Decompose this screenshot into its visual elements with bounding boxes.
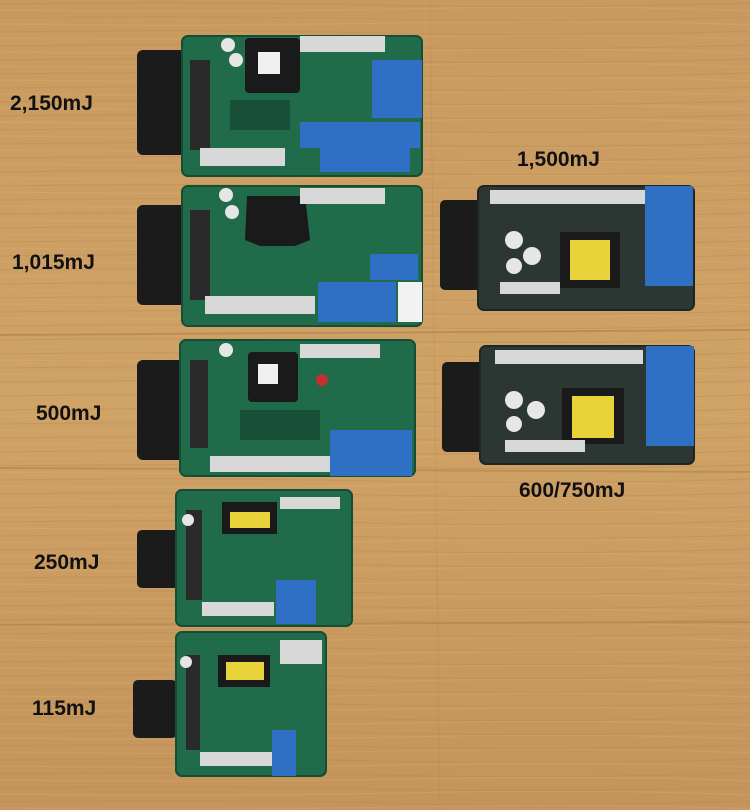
board-250mj <box>137 489 353 627</box>
board-500mj <box>137 339 416 477</box>
label-500mj: 500mJ <box>36 402 102 425</box>
board-115mj <box>133 631 327 777</box>
board-1015mj <box>137 185 423 327</box>
board-1500mj <box>440 185 695 311</box>
label-115mj: 115mJ <box>32 697 97 720</box>
board-600-750mj <box>442 345 695 465</box>
label-1500mj: 1,500mJ <box>517 148 600 171</box>
label-1015mj: 1,015mJ <box>12 251 95 274</box>
label-2150mj: 2,150mJ <box>10 92 93 115</box>
board-2150mj <box>137 35 423 177</box>
label-250mj: 250mJ <box>34 551 100 574</box>
label-600-750mj: 600/750mJ <box>519 479 626 502</box>
